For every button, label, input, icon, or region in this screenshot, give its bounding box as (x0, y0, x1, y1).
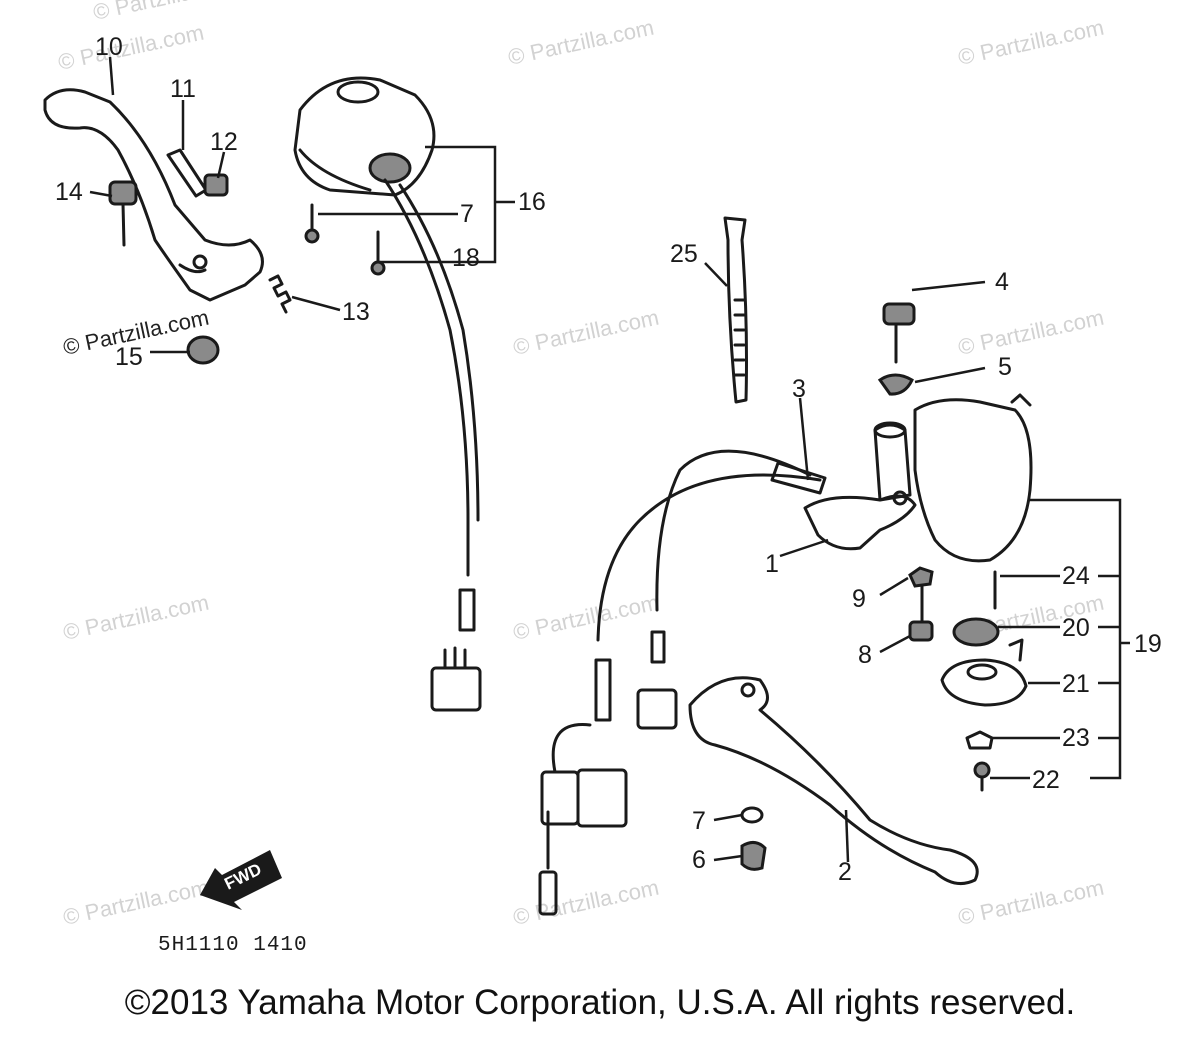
nut-part-15 (186, 335, 220, 365)
callout-8: 8 (858, 641, 872, 669)
nut-part-12 (203, 173, 229, 197)
callout-19: 19 (1134, 630, 1162, 658)
spring-part-13 (268, 274, 292, 314)
callout-12: 12 (210, 128, 238, 156)
callout-11: 11 (170, 75, 196, 103)
callout-16: 16 (518, 188, 546, 216)
lever-holder-part-19 (873, 393, 1033, 563)
callout-20: 20 (1062, 614, 1090, 642)
leader-lines (89, 56, 1130, 863)
callout-7-left: 7 (460, 200, 474, 228)
cable-tie-part-25 (723, 216, 748, 404)
screw-part-18 (370, 230, 386, 276)
callout-1: 1 (765, 550, 779, 578)
watermark: © Partzilla.com (956, 15, 1106, 70)
bolt-part-8 (908, 583, 934, 642)
callout-4: 4 (995, 268, 1009, 296)
watermark: © Partzilla.com (956, 875, 1106, 930)
callout-10: 10 (95, 33, 123, 61)
callout-25: 25 (670, 240, 698, 268)
cover-part-21 (940, 638, 1028, 707)
callout-21: 21 (1062, 670, 1090, 698)
callout-5: 5 (998, 353, 1012, 381)
callout-6: 6 (692, 846, 706, 874)
callouts: 10 11 12 14 13 15 7 16 18 25 4 5 3 1 24 … (55, 33, 1162, 886)
callout-13: 13 (342, 298, 370, 326)
callout-2: 2 (838, 858, 852, 886)
screw-part-7-left (304, 203, 320, 244)
watermark: © Partzilla.com (511, 305, 661, 360)
bolt-part-11 (166, 148, 208, 198)
brake-lever-part-2 (688, 676, 979, 886)
diagram-code: 5H1110 1410 (158, 934, 308, 957)
callout-14: 14 (55, 178, 83, 206)
pivot-bolt-part-14 (108, 180, 138, 247)
bolt-part-4 (882, 302, 916, 364)
bracket-part-1 (803, 490, 917, 551)
clutch-lever-part-10 (43, 88, 264, 302)
switch-cables-part-3 (538, 449, 827, 916)
callout-24: 24 (1062, 562, 1090, 590)
washer-part-20 (952, 617, 1000, 647)
left-switch-cable (383, 178, 482, 712)
screw-part-22 (973, 761, 991, 792)
forward-direction-arrow: FWD (200, 850, 282, 910)
nut-part-23 (965, 730, 994, 750)
watermark: © Partzilla.com (61, 875, 211, 930)
watermark: © Partzilla.com (61, 590, 211, 645)
switch-housing-part-16 (293, 76, 436, 197)
watermark: © Partzilla.com (511, 875, 661, 930)
watermark: © Partzilla.com (511, 590, 661, 645)
copyright-notice: ©2013 Yamaha Motor Corporation, U.S.A. A… (124, 983, 1076, 1022)
washer-part-7-right (740, 806, 764, 824)
watermark: © Partzilla.com (506, 15, 656, 70)
callout-18: 18 (452, 244, 480, 272)
callout-9: 9 (852, 585, 866, 613)
collar-part-6 (740, 841, 767, 871)
callout-22: 22 (1032, 766, 1060, 794)
callout-3: 3 (792, 375, 806, 403)
nut-part-9 (908, 566, 934, 588)
washer-part-5 (877, 373, 914, 396)
callout-7-right: 7 (692, 807, 706, 835)
watermark: © Partzilla.com (91, 0, 241, 25)
callout-23: 23 (1062, 724, 1090, 752)
callout-15: 15 (115, 343, 143, 371)
watermark: © Partzilla.com (956, 305, 1106, 360)
watermark: © Partzilla.com (56, 20, 206, 75)
